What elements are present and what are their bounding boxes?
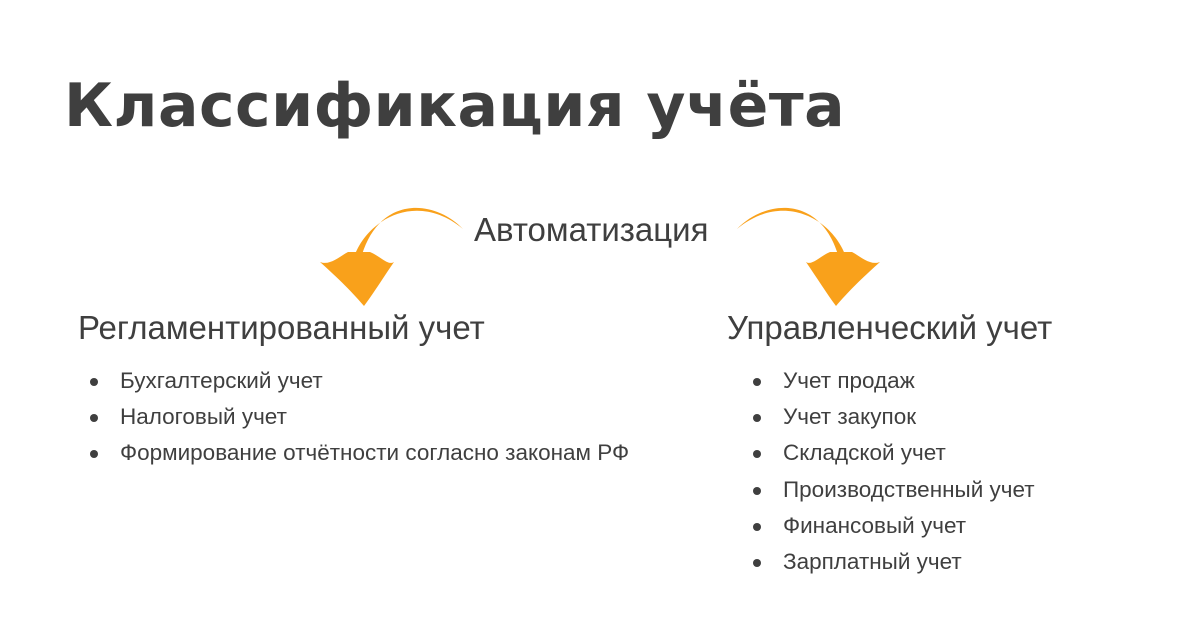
arrow-head xyxy=(320,252,394,306)
list-item-label: Производственный учет xyxy=(783,476,1035,502)
bullet-dot-icon xyxy=(90,450,98,459)
management-accounting-column: Управленческий учет Учет продаж Учет зак… xyxy=(727,305,1052,580)
bullet-dot-icon xyxy=(753,378,761,386)
list-item-label: Финансовый учет xyxy=(783,512,967,538)
management-accounting-heading: Управленческий учет xyxy=(727,309,1053,346)
regulated-accounting-column: Регламентированный учет Бухгалтерский уч… xyxy=(78,305,629,472)
bullet-dot-icon xyxy=(753,450,761,459)
bullet-dot-icon xyxy=(753,559,761,568)
list-item: Финансовый учет xyxy=(751,508,1052,544)
bullet-dot-icon xyxy=(753,522,761,531)
list-item-label: Учет продаж xyxy=(783,368,915,393)
bullet-dot-icon xyxy=(753,414,761,423)
bullet-dot-icon xyxy=(90,378,98,386)
list-item: Складской учет xyxy=(751,435,1052,471)
list-item: Налоговый учет xyxy=(88,399,629,435)
management-accounting-list: Учет продаж Учет закупок Складской учет … xyxy=(751,363,1052,580)
list-item: Формирование отчётности согласно законам… xyxy=(88,435,629,471)
regulated-accounting-list: Бухгалтерский учет Налоговый учет Формир… xyxy=(88,363,629,472)
list-item-label: Складской учет xyxy=(783,440,946,466)
list-item-label: Бухгалтерский учет xyxy=(120,368,323,393)
list-item: Учет продаж xyxy=(751,363,1052,399)
list-item-label: Зарплатный учет xyxy=(783,549,962,575)
list-item: Зарплатный учет xyxy=(751,544,1052,580)
list-item: Учет закупок xyxy=(751,399,1052,435)
bullet-dot-icon xyxy=(753,486,761,495)
regulated-accounting-heading: Регламентированный учет xyxy=(78,309,485,346)
list-item-label: Налоговый учет xyxy=(120,404,287,430)
curved-arrow-down-left-icon xyxy=(320,207,463,306)
curved-arrow-down-right-icon xyxy=(737,207,880,306)
list-item-label: Формирование отчётности согласно законам… xyxy=(120,440,630,466)
list-item: Бухгалтерский учет xyxy=(88,363,629,399)
page-title: Классификация учёта xyxy=(64,71,846,141)
bullet-dot-icon xyxy=(90,414,98,423)
list-item-label: Учет закупок xyxy=(783,404,917,430)
automation-label: Автоматизация xyxy=(474,211,709,248)
arrow-head xyxy=(806,252,880,306)
list-item: Производственный учет xyxy=(751,472,1052,508)
